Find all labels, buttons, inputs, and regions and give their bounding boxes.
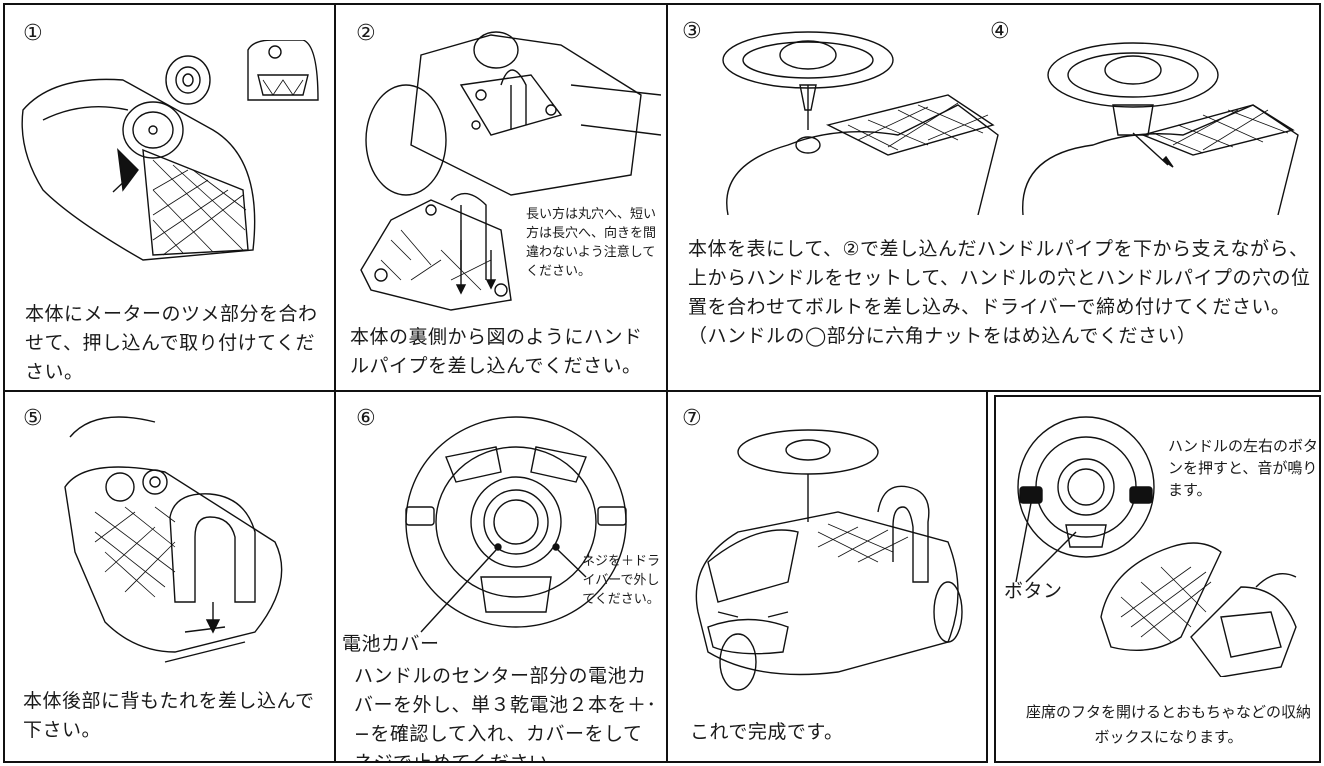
handle-pipe-underside-illustration [365,31,661,196]
battery-cover-label: 電池カバー [342,633,440,655]
step-3-4-panel: ③ ④ 本体を表にして、②で差し込んだハンドルパイプを下から支えながら、上からハ… [666,3,1321,392]
storage-box-illustration [1100,542,1297,677]
storage-info-panel: ハンドルの左右のボタンを押すと、音が鳴ります。 ボタン 座席のフタを開けるとおも… [994,395,1321,763]
step-7-instruction: これで完成です。 [690,721,844,743]
storage-box-caption: 座席のフタを開けるとおもちゃなどの収納ボックスになります。 [1026,703,1312,746]
step-number: ⑥ [356,406,376,431]
step-7-panel: ⑦ これで完成です。 [666,390,988,763]
step-number: ② [356,21,376,46]
step-6-panel: ⑥ ネジを＋ドライバーで外してください。 電池カバー ハンドルのセンター部分の電… [334,390,668,763]
step-2-instruction: 本体の裏側から図のようにハンドルパイプを差し込んでください。 [350,326,643,377]
step-6-instruction: ハンドルのセンター部分の電池カバーを外し、単３乾電池２本を＋･−を確認して入れ、… [354,665,657,763]
step-number: ③ [682,19,702,44]
battery-cover-illustration [405,416,627,633]
step-5-panel: ⑤ 本体後部に背もたれを差し込んで下さい。 [3,390,336,763]
backrest-insert-illustration [64,416,283,663]
step-1-panel: ① 本体にメーターのツメ部分を合わせて、押し込んで取り付けてください。 [3,3,336,392]
handle-pipe-detail-illustration [360,192,512,311]
button-label: ボタン [1004,580,1063,602]
completed-car-illustration [695,429,963,691]
meter-install-illustration [21,40,319,261]
pipe-orientation-note: 長い方は丸穴へ、短い方は長穴へ、向きを間違わないよう注意してください。 [526,207,657,279]
step-number: ① [23,21,43,46]
step-3-instruction: 本体を表にして、②で差し込んだハンドルパイプを下から支えながら、上からハンドルを… [688,238,1311,347]
step-2-panel: ② 長い方は丸穴へ、短い方は長穴へ、向きを間違わないよう注意してください。 本体… [334,3,668,392]
step-number: ④ [990,19,1010,44]
handle-buttons-illustration [1015,416,1155,583]
step-number: ⑦ [682,406,702,431]
step-number: ⑤ [23,406,43,431]
screw-removal-note: ネジを＋ドライバーで外してください。 [581,554,660,607]
handle-mounting-illustration [722,31,999,215]
step-1-instruction: 本体にメーターのツメ部分を合わせて、押し込んで取り付けてください。 [25,303,318,383]
button-sound-note: ハンドルの左右のボタンを押すと、音が鳴ります。 [1168,437,1319,499]
step-5-instruction: 本体後部に背もたれを差し込んで下さい。 [23,690,315,741]
handle-bolt-illustration [1022,42,1299,215]
